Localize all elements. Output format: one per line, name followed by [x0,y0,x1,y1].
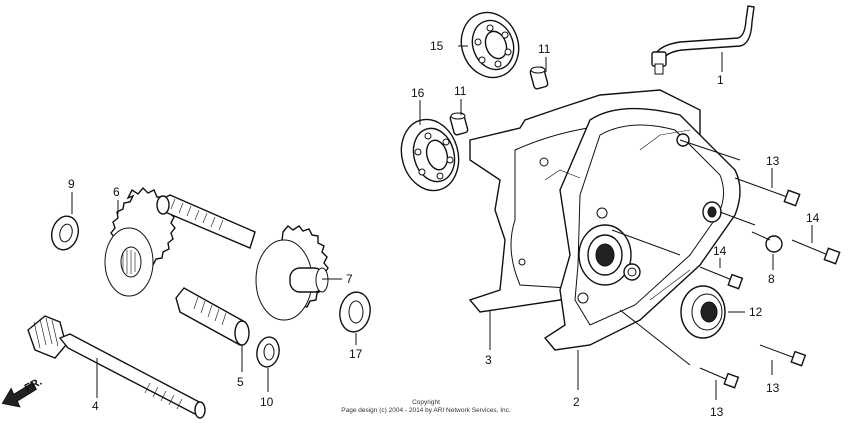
callout-17: 17 [349,347,363,361]
bolt-14-right [791,239,841,265]
bolt-13-upper [734,177,801,207]
direction-label: FR. [23,376,44,395]
bearing-15 [460,11,520,79]
callout-11-upper: 11 [538,42,551,56]
callout-9: 9 [68,177,75,191]
front-direction-arrow: FR. [1,376,44,408]
callout-2: 2 [573,395,580,409]
callout-6: 6 [113,185,120,199]
washer-9 [50,215,80,251]
oil-seal-12 [680,285,726,339]
callout-10: 10 [260,395,274,409]
callout-11-lower: 11 [454,84,467,98]
bolt-14-middle [699,266,744,290]
gear-6 [104,186,176,297]
callout-4: 4 [92,399,99,413]
transmission-cover-2 [518,107,741,351]
callout-1: 1 [717,73,724,87]
callout-13-lower: 13 [710,405,724,419]
callout-13-middle: 13 [766,381,780,395]
drive-shaft-4 [27,315,206,419]
dowel-pin-11-lower [449,112,469,136]
callout-14-right: 14 [806,211,820,225]
countershaft-7 [156,194,329,321]
callout-15: 15 [430,39,444,53]
bearing-16 [400,118,460,192]
leader-lines [71,45,813,400]
callout-5: 5 [237,375,244,389]
copyright-notice: Copyright Page design (c) 2004 - 2014 by… [341,399,511,414]
breather-tube-1 [651,5,755,75]
callout-3: 3 [485,353,492,367]
shaft-5 [175,287,250,347]
bolt-8 [751,231,783,253]
callout-labels: 1 2 3 4 5 6 7 8 9 10 11 11 12 13 13 13 1… [68,39,820,419]
callout-14-middle: 14 [713,244,727,258]
copyright-line-2: Page design (c) 2004 - 2014 by ARI Netwo… [341,407,511,414]
copyright-line-1: Copyright [412,399,440,406]
washer-10 [256,336,280,368]
bolt-13-middle [759,344,807,367]
callout-13-upper: 13 [766,154,780,168]
callout-12: 12 [749,305,763,319]
callout-16: 16 [411,86,425,100]
bolt-13-lower [699,367,740,389]
callout-8: 8 [768,272,775,286]
dowel-pin-11-upper [529,66,549,90]
washer-17 [339,291,371,333]
callout-7: 7 [346,272,353,286]
